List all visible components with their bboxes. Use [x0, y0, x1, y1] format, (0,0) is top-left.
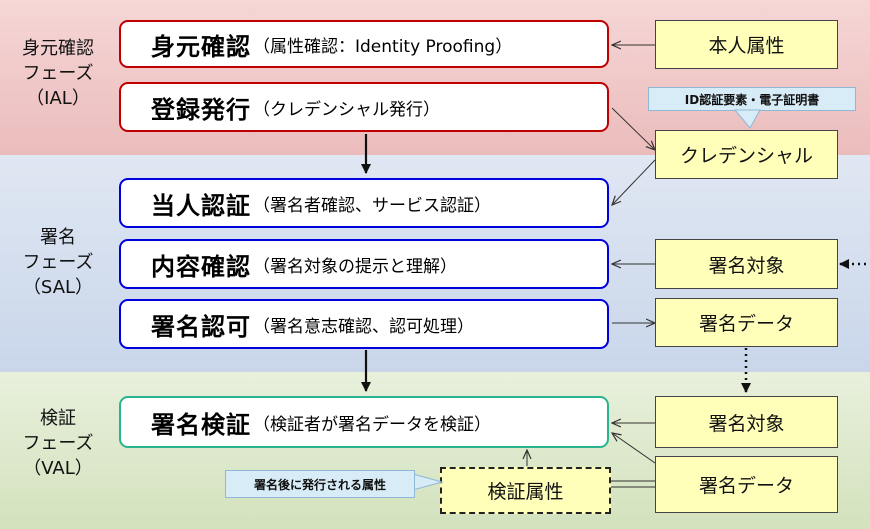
item-sign-data-verify: 署名データ [655, 456, 838, 513]
step-identity-proofing-title: 身元確認 [151, 32, 251, 61]
callout-credential-note: ID認証要素・電子証明書 [648, 87, 856, 111]
val-phase-line2: フェーズ [22, 433, 94, 454]
ial-phase-line1: 身元確認 [22, 38, 94, 59]
callout-post-sign-note: 署名後に発行される属性 [225, 470, 415, 498]
item-sign-target: 署名対象 [655, 239, 838, 289]
step-authentication-title: 当人認証 [151, 191, 251, 220]
step-signature-verification: 署名検証（検証者が署名データを検証） [119, 396, 609, 448]
sal-phase-label: 署名 フェーズ （SAL） [0, 225, 116, 300]
item-sign-data: 署名データ [655, 298, 838, 347]
step-verification-title: 署名検証 [151, 410, 251, 439]
step-authentication-desc: （署名者確認、サービス認証） [253, 195, 491, 216]
link-credential-to-auth [612, 159, 656, 205]
step-content-desc: （署名対象の提示と理解） [253, 256, 457, 277]
val-phase-label: 検証 フェーズ （VAL） [0, 406, 116, 481]
ial-phase-line2: フェーズ [22, 63, 94, 84]
step-registration-title: 登録発行 [151, 95, 251, 124]
step-authorization-desc: （署名意志確認、認可処理） [253, 316, 474, 337]
sal-phase-line3: （SAL） [22, 277, 94, 298]
step-registration-desc: （クレデンシャル発行） [253, 99, 440, 120]
link-issue-to-credential [611, 107, 655, 150]
item-credential: クレデンシャル [655, 130, 838, 179]
ial-phase-label: 身元確認 フェーズ （IAL） [0, 36, 116, 111]
step-content-title: 内容確認 [151, 252, 251, 281]
item-verify-attributes: 検証属性 [440, 467, 611, 514]
step-identity-proofing-desc: （属性確認：Identity Proofing） [253, 36, 513, 57]
item-sign-target-verify: 署名対象 [655, 396, 838, 448]
link-verify-data-diag [612, 433, 656, 464]
val-phase-line1: 検証 [40, 408, 76, 429]
step-authorization-title: 署名認可 [151, 312, 251, 341]
step-identity-proofing: 身元確認（属性確認：Identity Proofing） [119, 20, 609, 68]
sal-phase-line2: フェーズ [22, 252, 94, 273]
step-registration-issuance: 登録発行（クレデンシャル発行） [119, 82, 609, 132]
ial-phase-line3: （IAL） [26, 88, 90, 109]
step-verification-desc: （検証者が署名データを検証） [253, 414, 491, 435]
val-phase-line3: （VAL） [23, 458, 93, 479]
step-signature-authorization: 署名認可（署名意志確認、認可処理） [119, 299, 609, 349]
sal-phase-line1: 署名 [40, 227, 76, 248]
item-personal-attributes: 本人属性 [655, 20, 838, 69]
step-content-confirmation: 内容確認（署名対象の提示と理解） [119, 239, 609, 289]
step-authentication: 当人認証（署名者確認、サービス認証） [119, 178, 609, 228]
